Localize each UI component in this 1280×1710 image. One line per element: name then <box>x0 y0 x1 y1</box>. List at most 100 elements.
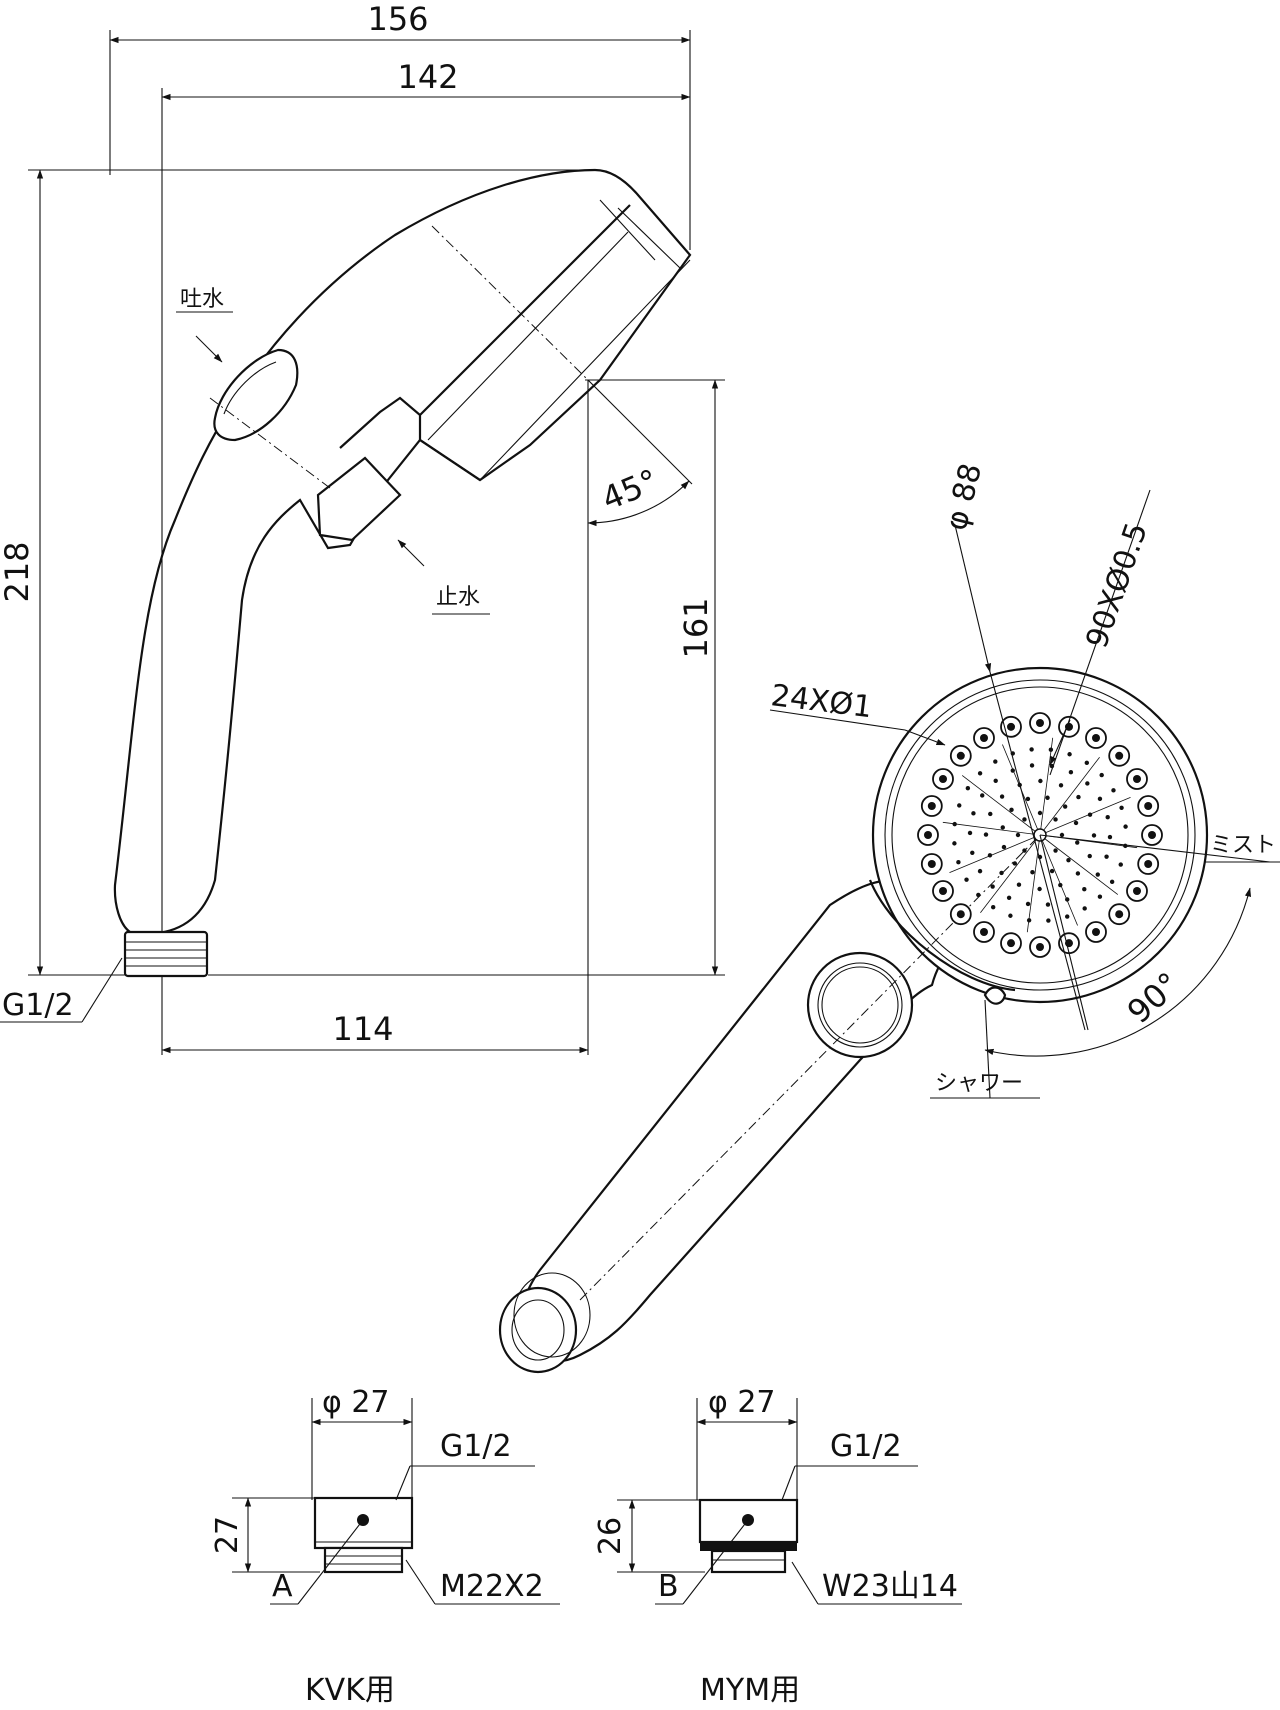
adapter-a-body <box>313 1496 414 1550</box>
dim-head-width-text: 142 <box>397 58 458 96</box>
mist-nozzle <box>980 793 985 798</box>
shower-nozzle-hole <box>956 910 965 919</box>
mist-nozzle <box>1009 807 1014 813</box>
side-centerline-head <box>431 225 589 381</box>
face-divider-line <box>942 821 1041 836</box>
dim-base-width-text: 114 <box>332 1010 393 1048</box>
shower-nozzle-hole <box>1092 734 1100 743</box>
face-divider-line <box>1039 797 1131 836</box>
shower-nozzle-hole <box>1144 802 1153 811</box>
shower-nozzle-hole <box>1148 831 1156 839</box>
adapter-b-height: 26 <box>593 1517 628 1555</box>
label-inlet-thread: G1/2 <box>0 957 123 1023</box>
mist-nozzle <box>1104 854 1109 859</box>
mist-nozzle <box>983 832 989 837</box>
mist-nozzle <box>1118 862 1123 867</box>
shower-nozzle-hole <box>1007 722 1016 731</box>
mist-nozzle <box>1082 887 1087 892</box>
label-water-on-text: 吐水 <box>180 287 224 312</box>
shower-nozzle-hole <box>1036 943 1044 951</box>
label-face-diameter-text: φ 88 <box>939 460 989 534</box>
shower-nozzle-hole <box>1036 719 1044 727</box>
mist-nozzle <box>988 811 993 817</box>
mist-nozzle <box>957 803 962 808</box>
shower-nozzle-hole <box>1115 751 1124 760</box>
label-water-off-text: 止水 <box>436 585 480 610</box>
face-ring-button[interactable] <box>806 951 914 1059</box>
mist-nozzle <box>1048 747 1054 752</box>
side-view: 156 142 218 161 114 45° <box>0 0 725 1055</box>
mist-nozzle <box>1105 815 1110 820</box>
shower-nozzle-hole <box>1132 887 1141 895</box>
mist-nozzle <box>1107 834 1113 840</box>
face-divider-line <box>949 834 1041 873</box>
mist-nozzle <box>977 771 983 776</box>
label-inlet-thread-text: G1/2 <box>2 988 74 1023</box>
water-on-button[interactable] <box>213 348 299 442</box>
mist-nozzle <box>1008 913 1013 918</box>
mist-nozzle <box>1082 906 1087 911</box>
mist-nozzle <box>1053 848 1058 853</box>
shower-nozzle-hole <box>927 802 936 811</box>
shower-nozzle-hole <box>980 927 988 936</box>
mist-nozzle <box>1045 902 1051 907</box>
shower-nozzle-hole <box>1115 910 1124 919</box>
shower-nozzle-hole <box>956 751 965 760</box>
mist-nozzle <box>952 821 957 827</box>
mist-nozzle <box>1037 810 1043 816</box>
mist-nozzle <box>1075 871 1081 876</box>
shower-mode-knob[interactable] <box>983 986 1007 1005</box>
mist-nozzle <box>1058 783 1064 788</box>
mist-nozzle <box>970 850 975 855</box>
face-divider-line <box>961 775 1041 836</box>
label-water-on: 吐水 <box>176 287 233 363</box>
mist-nozzle <box>1123 824 1128 829</box>
mist-nozzle <box>1046 918 1051 923</box>
shower-nozzle-hole <box>939 887 948 895</box>
mist-nozzle <box>1073 820 1079 826</box>
dim-overall-height-text: 218 <box>0 541 36 602</box>
mist-nozzle <box>1065 914 1070 919</box>
mist-nozzle <box>1030 870 1035 875</box>
label-water-off: 止水 <box>397 539 490 615</box>
mist-nozzle <box>1066 857 1071 863</box>
face-divider-line <box>1039 756 1100 836</box>
adapter-a-height: 27 <box>210 1516 245 1554</box>
mist-nozzle <box>1111 788 1116 793</box>
face-hose-connector <box>498 1272 591 1374</box>
mist-nozzle <box>1022 817 1027 822</box>
mist-nozzle <box>1001 844 1007 850</box>
side-head-block <box>339 204 631 481</box>
water-off-switch[interactable] <box>316 456 402 542</box>
adapter-a: φ 27 27 G1/2 A M22X2 KVK用 <box>210 1385 560 1708</box>
face-view: φ 88 90XØ0.5 24XØ1 ミスト シャワー <box>498 460 1280 1374</box>
mist-nozzle <box>999 870 1004 876</box>
adapter-a-caption: KVK用 <box>305 1673 395 1708</box>
mist-nozzle <box>1000 825 1005 830</box>
mist-nozzle <box>1029 747 1034 752</box>
mist-nozzle <box>990 904 996 910</box>
mist-nozzle <box>1006 895 1012 901</box>
mist-nozzle <box>967 830 973 836</box>
mist-nozzle <box>1053 817 1058 822</box>
mist-nozzle <box>1095 872 1100 877</box>
adapter-b-inlet-thread: G1/2 <box>830 1429 902 1464</box>
mist-nozzle <box>1025 901 1031 907</box>
shower-nozzle-hole <box>924 831 932 839</box>
shower-nozzle-hole <box>1092 927 1100 936</box>
mist-nozzle <box>1087 853 1092 859</box>
label-mist-text: ミスト <box>1210 833 1276 858</box>
dim-head-height: 161 <box>677 379 719 976</box>
mist-nozzle <box>1058 882 1063 888</box>
dim-head-height-text: 161 <box>677 597 715 658</box>
mist-nozzle <box>1059 832 1065 838</box>
label-shower: シャワー <box>930 999 1040 1099</box>
mist-nozzle <box>965 785 971 791</box>
face-divider-line <box>1039 737 1054 836</box>
label-mist-holes-text: 90XØ0.5 <box>1079 518 1154 652</box>
mist-nozzle <box>1026 918 1032 923</box>
mist-nozzle <box>1097 796 1103 802</box>
mist-nozzle <box>999 794 1005 799</box>
adapter-b: φ 27 26 G1/2 B W23山14 MYM用 <box>593 1385 962 1708</box>
